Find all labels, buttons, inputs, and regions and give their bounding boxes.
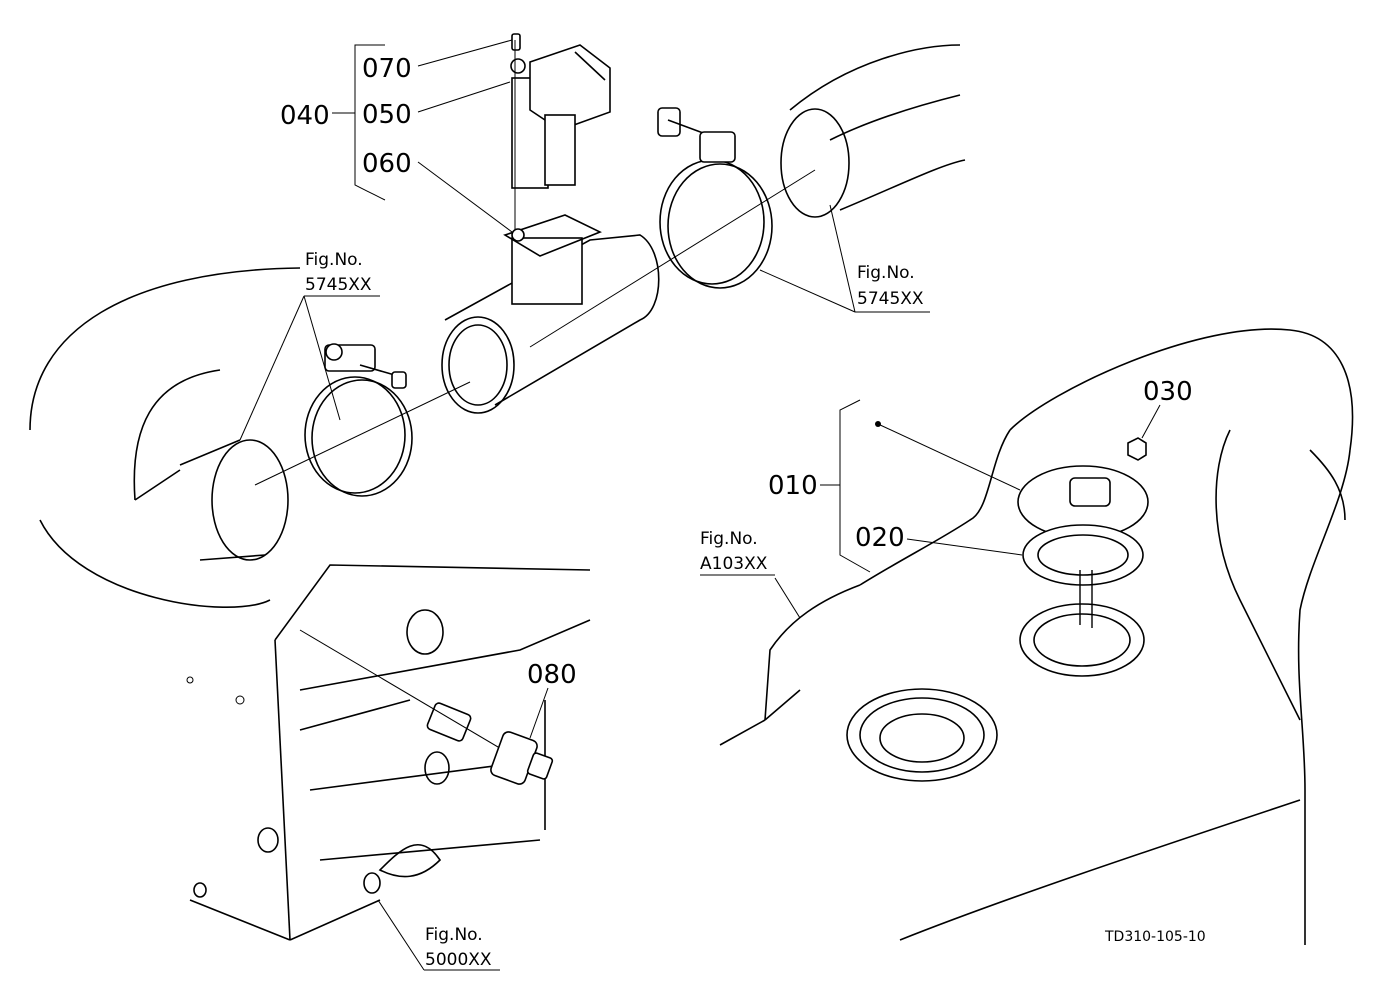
fig-ref-left-code: 5745XX (305, 275, 372, 295)
right-hose (780, 44, 966, 218)
fig-ref-engine-prefix: Fig.No. (425, 925, 483, 945)
part-030-label: 030 (1143, 377, 1193, 407)
leader-lines (239, 39, 1161, 971)
part-010-label: 010 (768, 471, 818, 501)
mass-air-flow-sensor (510, 33, 611, 242)
fuel-tank (719, 328, 1354, 945)
fig-ref-left-prefix: Fig.No. (305, 250, 363, 270)
fig-ref-tank-code: A103XX (700, 554, 768, 574)
part-070-label: 070 (362, 54, 412, 84)
engine-block (186, 564, 591, 941)
right-hose-clamp (657, 107, 773, 289)
part-020-label: 020 (855, 523, 905, 553)
left-hose-clamp (304, 343, 413, 497)
left-hose (29, 267, 301, 609)
figure-references: Fig.No. 5745XX Fig.No. 5745XX Fig.No. A1… (305, 250, 924, 970)
oil-pressure-switch (299, 629, 554, 785)
part-040-label: 040 (280, 101, 330, 131)
air-flow-tube (441, 214, 660, 414)
fig-ref-right-prefix: Fig.No. (857, 263, 915, 283)
fuel-level-sender (1017, 437, 1149, 677)
assembly-axis (254, 40, 816, 486)
part-080-label: 080 (527, 660, 577, 690)
part-number-labels: 070 050 060 040 030 010 020 080 (280, 54, 1193, 690)
fig-ref-tank-prefix: Fig.No. (700, 529, 758, 549)
drawing-code: TD310-105-10 (1104, 929, 1206, 945)
fig-ref-engine-code: 5000XX (425, 950, 492, 970)
part-060-label: 060 (362, 149, 412, 179)
part-050-label: 050 (362, 100, 412, 130)
fig-ref-right-code: 5745XX (857, 289, 924, 309)
